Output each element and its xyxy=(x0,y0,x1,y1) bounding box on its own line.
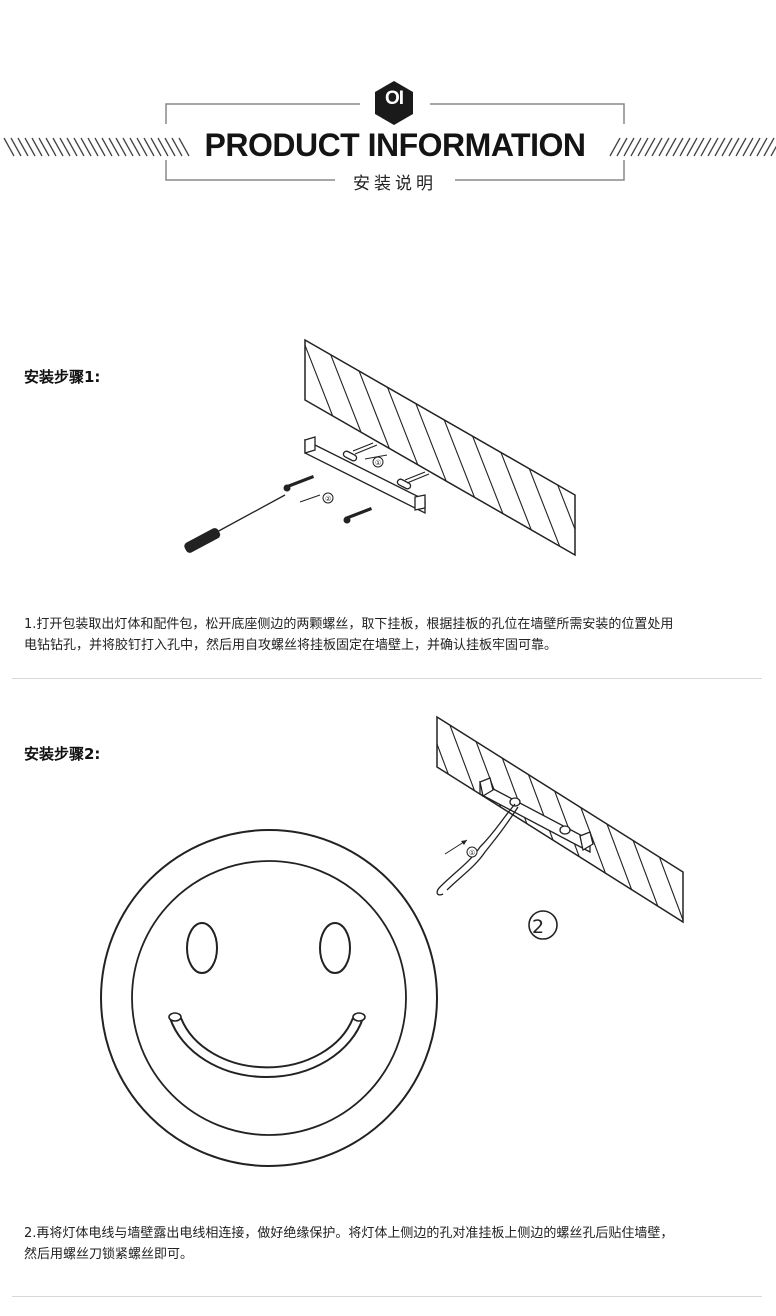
step-1-description: 1.打开包装取出灯体和配件包，松开底座侧边的两颗螺丝，取下挂板，根据挂板的孔位在… xyxy=(24,614,764,656)
wall-icon xyxy=(436,715,684,924)
svg-text:2: 2 xyxy=(532,916,544,938)
mounting-plate-icon xyxy=(304,436,426,515)
step-1-description-line1: 1.打开包装取出灯体和配件包，松开底座侧边的两颗螺丝，取下挂板，根据挂板的孔位在… xyxy=(24,617,674,632)
step-2-description: 2.再将灯体电线与墙壁露出电线相连接，做好绝缘保护。将灯体上侧边的孔对准挂板上侧… xyxy=(24,1223,764,1265)
step-1-title: 安装步骤1: xyxy=(24,368,101,386)
svg-text:②: ② xyxy=(325,495,331,503)
smiley-lamp-illustration xyxy=(100,829,438,1167)
smile-icon xyxy=(169,1017,364,1079)
page-subtitle: 安装说明 xyxy=(353,174,437,194)
header-frame-bottom xyxy=(165,160,625,181)
step-2-description-line2: 然后用螺丝刀锁紧螺丝即可。 xyxy=(24,1247,194,1262)
stripes-left-decoration xyxy=(3,137,190,157)
callout-2-icon xyxy=(528,910,558,940)
screwdriver-icon xyxy=(184,494,286,553)
right-eye-icon xyxy=(319,922,351,974)
page-title: PRODUCT INFORMATION xyxy=(204,127,586,163)
left-eye-icon xyxy=(186,922,218,974)
svg-text:①: ① xyxy=(469,849,475,857)
step-1-illustration: ① ② xyxy=(184,338,576,557)
header-frame-top xyxy=(165,103,625,124)
step-2-wall-illustration: ① 2 xyxy=(436,715,684,940)
hexagon-badge-icon xyxy=(375,81,413,125)
lamp-inner-ring xyxy=(131,860,407,1136)
section-divider xyxy=(12,678,762,679)
step-2-description-line1: 2.再将灯体电线与墙壁露出电线相连接，做好绝缘保护。将灯体上侧边的孔对准挂板上侧… xyxy=(24,1226,674,1241)
step-2-title: 安装步骤2: xyxy=(24,745,101,763)
mounting-plate-icon xyxy=(479,777,594,854)
wall-icon xyxy=(304,338,576,557)
badge-number: OI xyxy=(384,88,404,109)
svg-text:①: ① xyxy=(375,459,381,467)
stripes-right-decoration xyxy=(609,137,776,157)
section-divider-bottom xyxy=(12,1296,762,1297)
step-1-description-line2: 电钻钻孔，并将胶钉打入孔中，然后用自攻螺丝将挂板固定在墙壁上，并确认挂板牢固可靠… xyxy=(24,638,558,653)
